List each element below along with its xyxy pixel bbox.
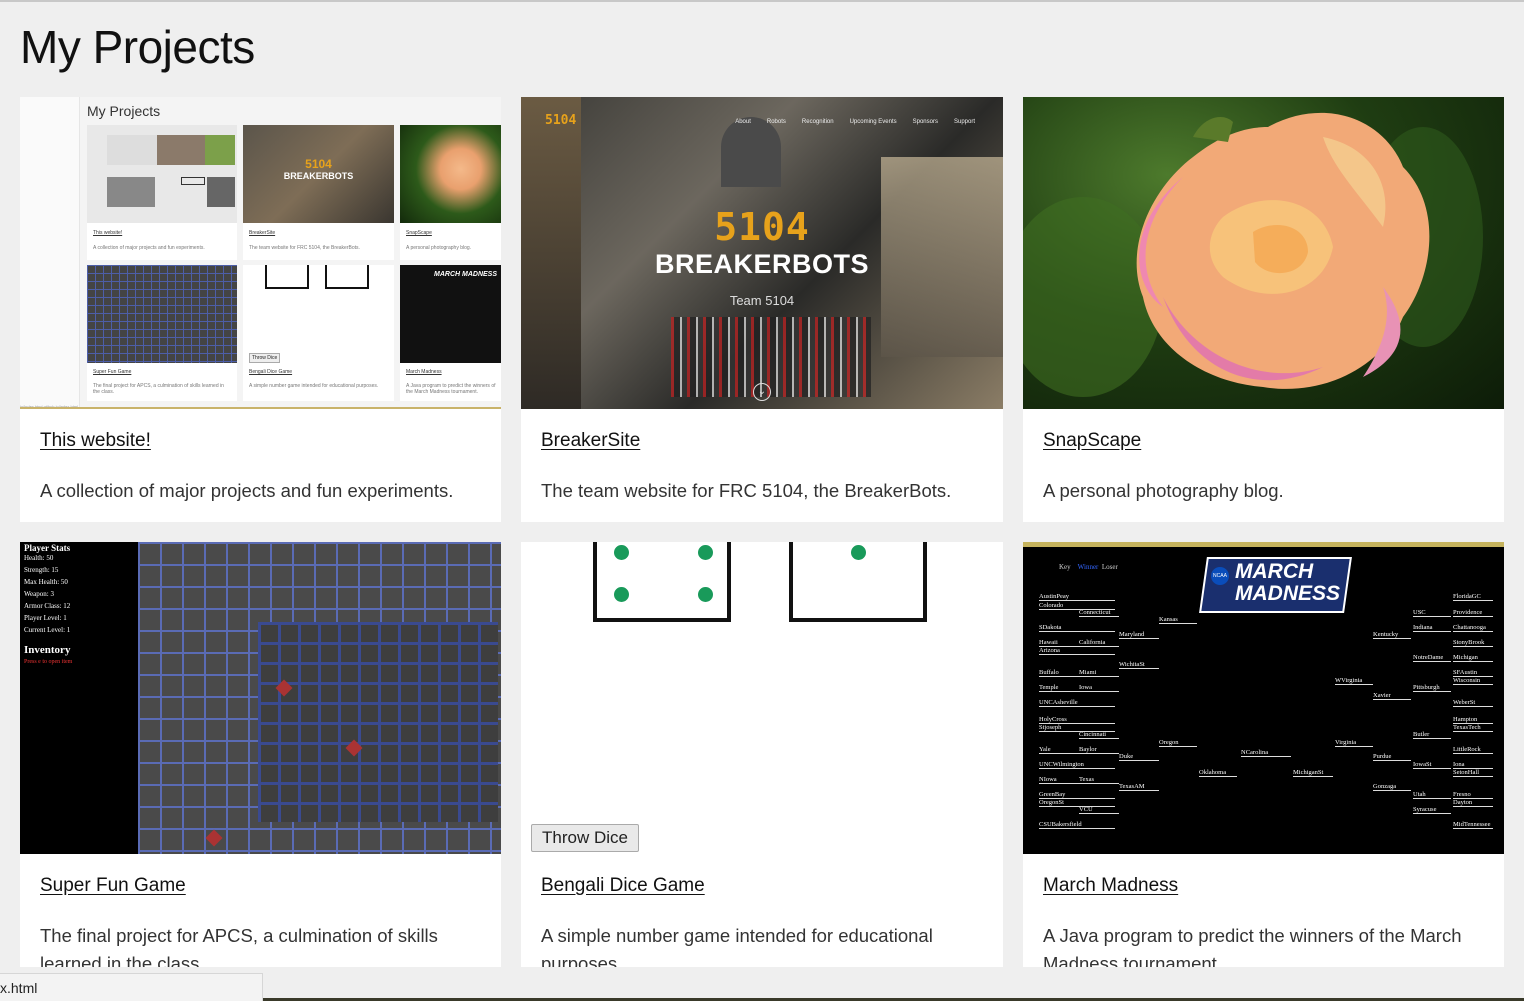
project-card-breakersite[interactable]: 5104 About Robots Recognition Upcoming E…	[521, 97, 1003, 522]
project-thumbnail[interactable]: My Projects This website! A collection o…	[20, 97, 501, 409]
ncaa-logo: NCAA	[1211, 567, 1229, 585]
project-description: The team website for FRC 5104, the Break…	[541, 480, 952, 501]
project-description: A collection of major projects and fun e…	[40, 480, 454, 501]
nav-item: Robots	[766, 119, 786, 125]
project-thumbnail[interactable]: Player Stats Health: 50 Strength: 15 Max…	[20, 542, 501, 854]
mini-card: Super Fun Game The final project for APC…	[87, 265, 237, 401]
project-card-march-madness[interactable]: Key Winner Loser NCAA MARCH MADNESS Aust…	[1023, 542, 1504, 967]
team-name: BREAKERBOTS	[654, 249, 869, 279]
mini-card: This website! A collection of major proj…	[87, 125, 237, 260]
page-title: My Projects	[20, 21, 255, 73]
project-title-link[interactable]: This website!	[40, 430, 151, 451]
project-thumbnail[interactable]: 5104 About Robots Recognition Upcoming E…	[521, 97, 1003, 409]
project-description: The final project for APCS, a culminatio…	[40, 925, 438, 967]
project-card-website[interactable]: My Projects This website! A collection o…	[20, 97, 501, 522]
mini-card: 5104 BREAKERBOTS BreakerSite The team we…	[243, 125, 394, 260]
throw-dice-button[interactable]: Throw Dice	[531, 824, 639, 852]
project-description: A personal photography blog.	[1043, 480, 1284, 501]
mini-url: io/index.html github.io/index.html	[20, 404, 78, 409]
breaker-logo: 5104	[545, 113, 577, 128]
project-description: A Java program to predict the winners of…	[1043, 925, 1462, 967]
project-title-link[interactable]: BreakerSite	[541, 430, 641, 451]
project-thumbnail[interactable]: Throw Dice	[521, 542, 1003, 854]
projects-grid: My Projects This website! A collection o…	[20, 97, 1504, 967]
project-card-super-fun-game[interactable]: Player Stats Health: 50 Strength: 15 Max…	[20, 542, 501, 967]
mini-card: SnapScape A personal photography blog.	[400, 125, 501, 260]
project-title-link[interactable]: SnapScape	[1043, 430, 1142, 451]
project-thumbnail[interactable]: Key Winner Loser NCAA MARCH MADNESS Aust…	[1023, 542, 1504, 854]
team-number: 5104	[714, 205, 810, 249]
team-caption: Team 5104	[729, 293, 795, 308]
mini-sidebar	[20, 97, 80, 409]
project-title-link[interactable]: Super Fun Game	[40, 875, 186, 896]
nav-item: Sponsors	[912, 119, 938, 125]
nav-item: Support	[953, 119, 975, 125]
project-card-bengali-dice[interactable]: Throw Dice Bengali Dice Game A simple nu…	[521, 542, 1003, 967]
player-stats: Player Stats Health: 50 Strength: 15 Max…	[24, 543, 73, 666]
project-description: A simple number game intended for educat…	[541, 925, 933, 967]
bracket-key: Key Winner Loser	[1059, 563, 1118, 571]
mini-page-title: My Projects	[87, 103, 161, 119]
logo-text: MARCH MADNESS	[1235, 560, 1341, 605]
window-bottom-edge	[263, 998, 1524, 1001]
nav-item: About	[735, 119, 751, 125]
mini-card: Throw Dice Bengali Dice Game A simple nu…	[243, 265, 394, 401]
project-title-link[interactable]: Bengali Dice Game	[541, 875, 705, 896]
project-card-snapscape[interactable]: SnapScape A personal photography blog.	[1023, 97, 1504, 522]
nav-item: Upcoming Events	[849, 119, 897, 125]
mini-card: MARCH MADNESS March Madness A Java progr…	[400, 265, 501, 401]
project-title-link[interactable]: March Madness	[1043, 875, 1179, 896]
breaker-nav: About Robots Recognition Upcoming Events…	[735, 119, 975, 125]
nav-item: Recognition	[801, 119, 834, 125]
game-map	[138, 542, 501, 854]
die	[789, 542, 927, 622]
die	[593, 542, 731, 622]
status-bar-url: x.html	[0, 973, 263, 1001]
chevron-down-icon: ⌄	[753, 383, 771, 401]
project-thumbnail[interactable]	[1023, 97, 1504, 409]
flower-photo	[1023, 112, 1483, 397]
